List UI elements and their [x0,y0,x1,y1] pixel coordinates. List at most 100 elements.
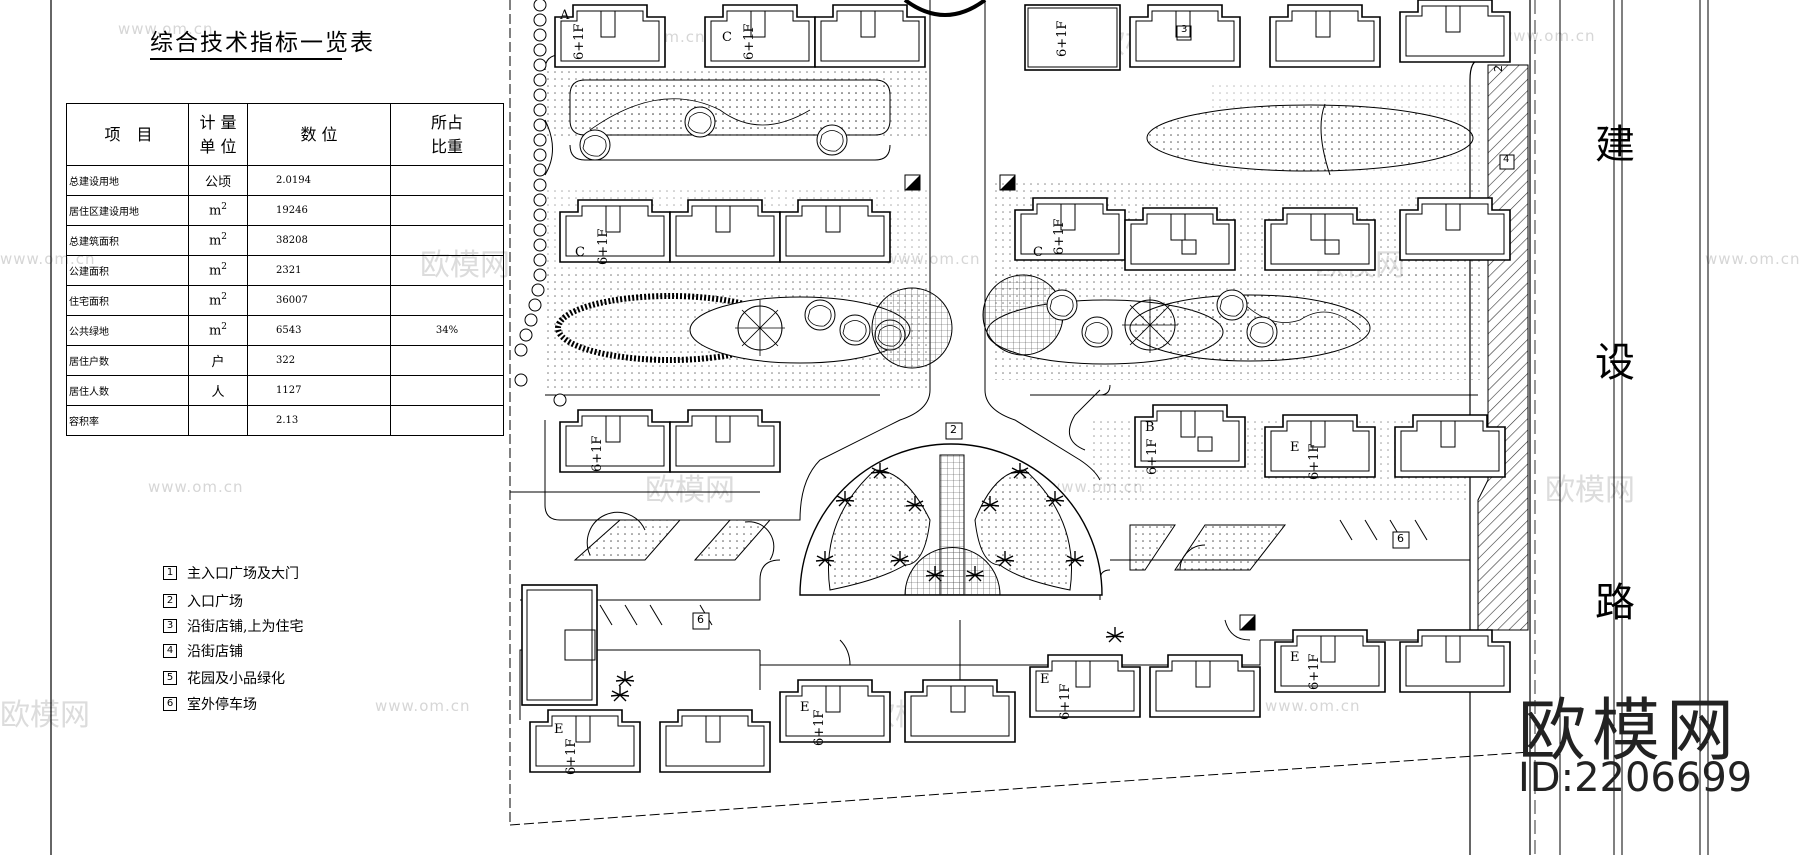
table-row: 住宅面积 m2 36007 [66,285,504,316]
legend-number: 3 [163,619,177,633]
row-unit: m2 [188,285,248,316]
table-row: 居住区建设用地 m2 19246 [66,195,504,226]
floor-label: 6+1F [564,738,579,775]
row-share [390,345,504,376]
row-unit: m2 [188,225,248,256]
block-label: B [1145,420,1155,435]
block-label: C [1033,245,1043,260]
legend-label: 主入口广场及大门 [187,566,299,582]
unit-text: m [208,323,222,339]
table-row: 居住户数 户 322 [66,345,504,376]
legend-number: 6 [163,697,177,711]
table-header-row: 项 目 计 量 单 位 数 位 所占 比重 [66,103,504,166]
block-label: E [1290,650,1300,665]
road-name-char: 路 [1595,580,1635,626]
block-label: C [722,30,732,45]
legend-label: 沿街店铺,上为住宅 [187,619,304,635]
header-unit-line2: 单 位 [199,136,237,156]
unit-sup: 2 [221,292,228,303]
row-share [390,195,504,226]
legend-item: 4 沿街店铺 [163,641,243,661]
table-row: 居住人数 人 1127 [66,375,504,406]
row-value: 2.13 [247,405,391,436]
row-unit: 户 [188,345,248,376]
row-item: 居住人数 [66,375,189,406]
header-item: 项 目 [66,103,189,166]
row-unit [188,405,248,436]
table-row: 容积率 2.13 [66,405,504,436]
area-number: 3 [1181,24,1188,35]
block-label: A [560,8,570,23]
row-share [390,255,504,286]
row-share [390,285,504,316]
unit-text: 户 [211,355,225,370]
block-label: C [575,245,585,260]
row-value: 6543 [247,315,391,346]
unit-sup: 2 [221,202,228,213]
area-number: 4 [1503,154,1510,165]
header-unit-line1: 计 量 [199,112,237,132]
table-row: 公共绿地 m2 6543 34% [66,315,504,346]
row-value: 1127 [247,375,391,406]
unit-text: m [208,233,222,249]
legend-label: 室外停车场 [187,697,257,713]
area-number: 6 [1397,532,1404,545]
row-share [390,165,504,196]
unit-sup: 2 [221,322,228,333]
row-item: 总建设用地 [66,165,189,196]
row-share [390,375,504,406]
floor-label: 6+1F [596,228,611,265]
legend-number: 1 [163,566,177,580]
legend-item: 6 室外停车场 [163,694,257,714]
unit-text: 人 [211,385,225,400]
row-unit: m2 [188,195,248,226]
title-underline [150,58,342,60]
row-share: 34% [390,315,504,346]
legend-number: 5 [163,671,177,685]
floor-label: 6+1F [1145,438,1160,475]
area-number: 2 [950,423,957,436]
floor-label: 6+1F [812,709,827,746]
row-unit: 公顷 [188,165,248,196]
row-item: 公共绿地 [66,315,189,346]
floor-label: 6+1F [1307,443,1322,480]
row-unit: m2 [188,255,248,286]
legend-item: 1 主入口广场及大门 [163,563,299,583]
header-share-line2: 比重 [430,136,463,156]
floor-label: 6+1F [1307,653,1322,690]
floor-label: 6+1F [1058,683,1073,720]
row-item: 总建筑面积 [66,225,189,256]
header-value: 数 位 [247,103,391,166]
row-unit: 人 [188,375,248,406]
row-item: 公建面积 [66,255,189,286]
legend-number: 4 [163,644,177,658]
table-row: 公建面积 m2 2321 [66,255,504,286]
header-share-line1: 所占 [430,112,463,132]
dimension-label: 2 [1492,65,1505,72]
row-value: 38208 [247,225,391,256]
brand-id: ID:2206699 [1518,755,1753,801]
row-value: 19246 [247,195,391,226]
block-label: E [1290,440,1300,455]
floor-label: 6+1F [1055,20,1070,57]
legend-item: 3 沿街店铺,上为住宅 [163,616,303,636]
block-label: E [1040,672,1050,687]
road-name-char: 建 [1595,122,1635,168]
table-title: 综合技术指标一览表 [150,30,375,56]
row-share [390,225,504,256]
row-item: 住宅面积 [66,285,189,316]
row-item: 容积率 [66,405,189,436]
legend-label: 沿街店铺 [187,644,243,660]
row-value: 2.0194 [247,165,391,196]
row-value: 2321 [247,255,391,286]
table-row: 总建筑面积 m2 38208 [66,225,504,256]
unit-text: m [208,203,222,219]
legend-number: 2 [163,594,177,608]
unit-sup: 2 [221,262,228,273]
row-unit: m2 [188,315,248,346]
brand-logo-text: 欧模网 [1518,692,1741,771]
legend-label: 花园及小品绿化 [187,671,285,687]
floor-label: 6+1F [742,23,757,60]
row-share [390,405,504,436]
